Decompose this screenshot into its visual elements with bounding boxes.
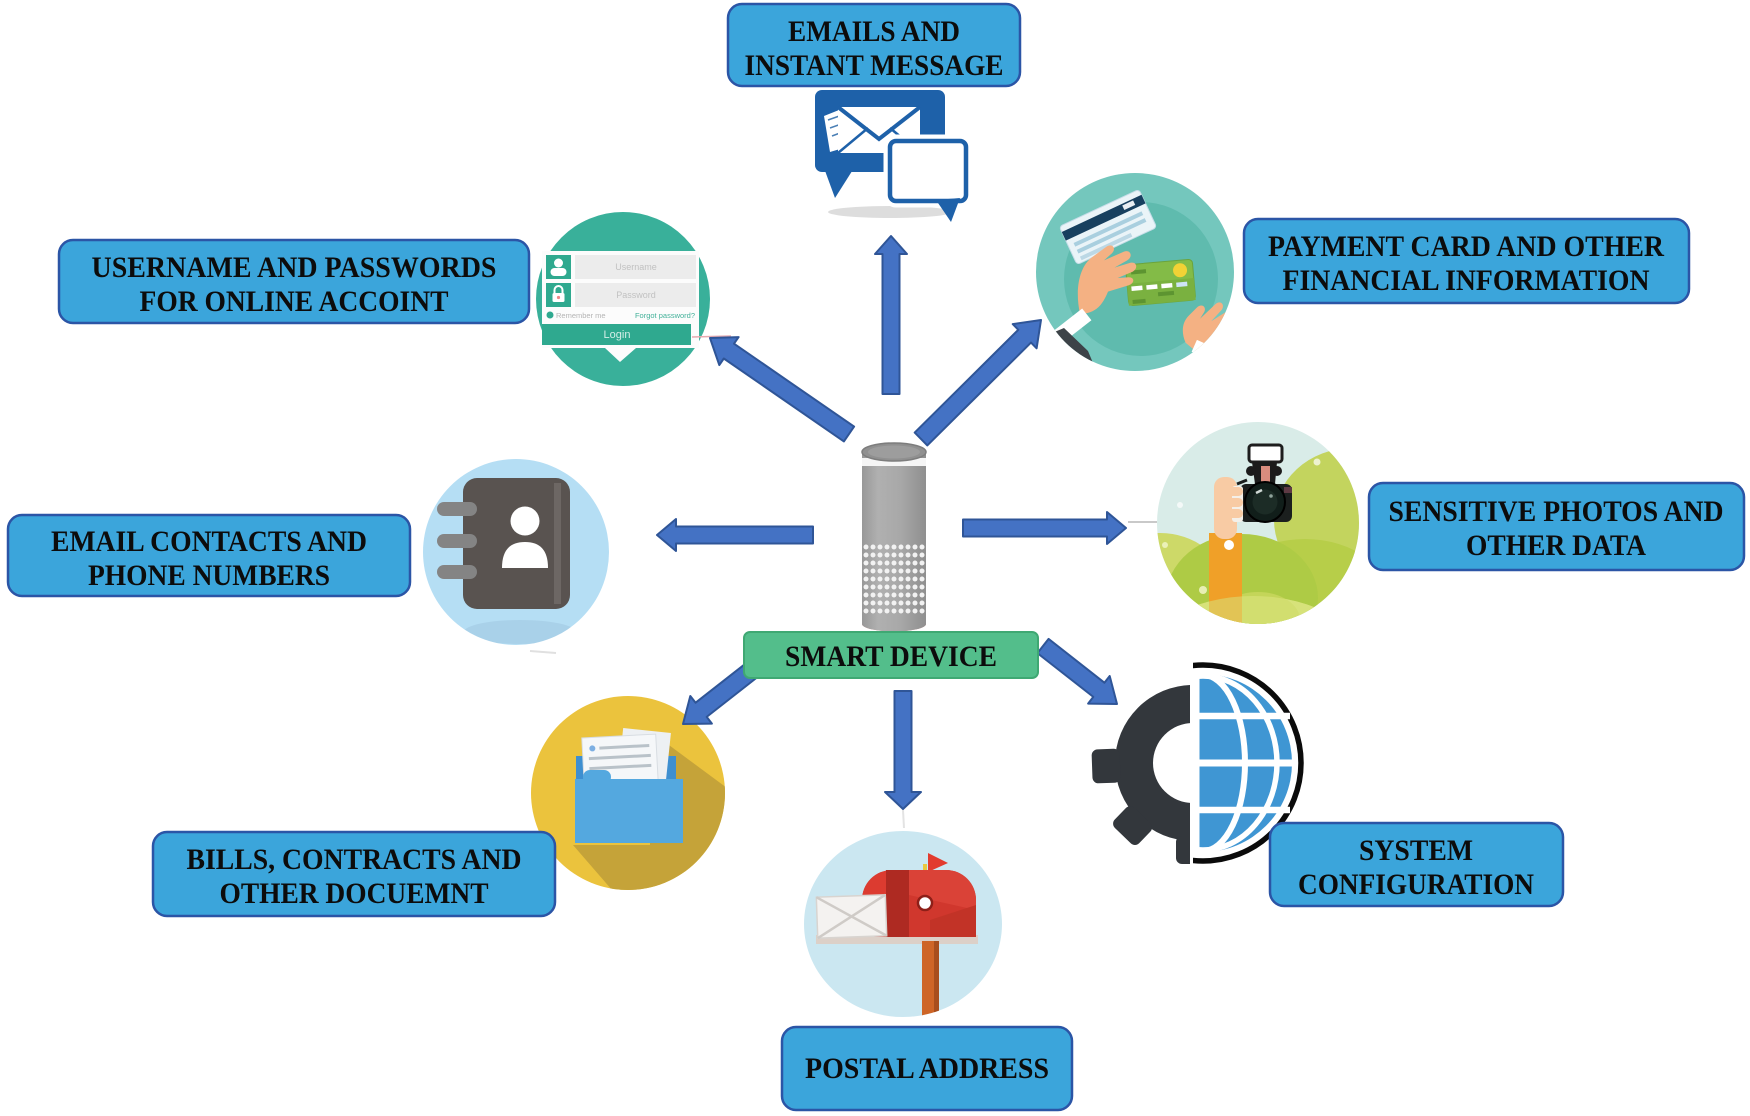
svg-text:SMART DEVICE: SMART DEVICE xyxy=(785,640,997,673)
svg-text:EMAILS AND: EMAILS AND xyxy=(788,15,960,48)
svg-text:CONFIGURATION: CONFIGURATION xyxy=(1298,868,1534,901)
svg-text:EMAIL CONTACTS AND: EMAIL CONTACTS AND xyxy=(51,525,367,558)
svg-text:SENSITIVE PHOTOS AND: SENSITIVE PHOTOS AND xyxy=(1389,495,1724,528)
svg-text:Username: Username xyxy=(615,262,657,272)
svg-text:FOR ONLINE ACCOINT: FOR ONLINE ACCOINT xyxy=(140,285,449,318)
svg-text:Password: Password xyxy=(616,290,656,300)
svg-text:INSTANT MESSAGE: INSTANT MESSAGE xyxy=(745,49,1004,82)
svg-text:FINANCIAL INFORMATION: FINANCIAL INFORMATION xyxy=(1283,264,1650,297)
svg-text:Forgot password?: Forgot password? xyxy=(635,311,695,320)
svg-text:OTHER DOCUEMNT: OTHER DOCUEMNT xyxy=(220,877,489,910)
svg-text:Login: Login xyxy=(604,329,631,341)
svg-text:SYSTEM: SYSTEM xyxy=(1359,834,1473,867)
svg-text:POSTAL ADDRESS: POSTAL ADDRESS xyxy=(805,1052,1049,1085)
svg-text:PHONE NUMBERS: PHONE NUMBERS xyxy=(88,559,330,592)
svg-text:PAYMENT CARD AND OTHER: PAYMENT CARD AND OTHER xyxy=(1268,230,1664,263)
svg-text:Remember me: Remember me xyxy=(556,311,606,320)
svg-text:BILLS, CONTRACTS AND: BILLS, CONTRACTS AND xyxy=(187,843,522,876)
svg-text:OTHER DATA: OTHER DATA xyxy=(1466,529,1646,562)
svg-text:USERNAME AND PASSWORDS: USERNAME AND PASSWORDS xyxy=(92,251,497,284)
